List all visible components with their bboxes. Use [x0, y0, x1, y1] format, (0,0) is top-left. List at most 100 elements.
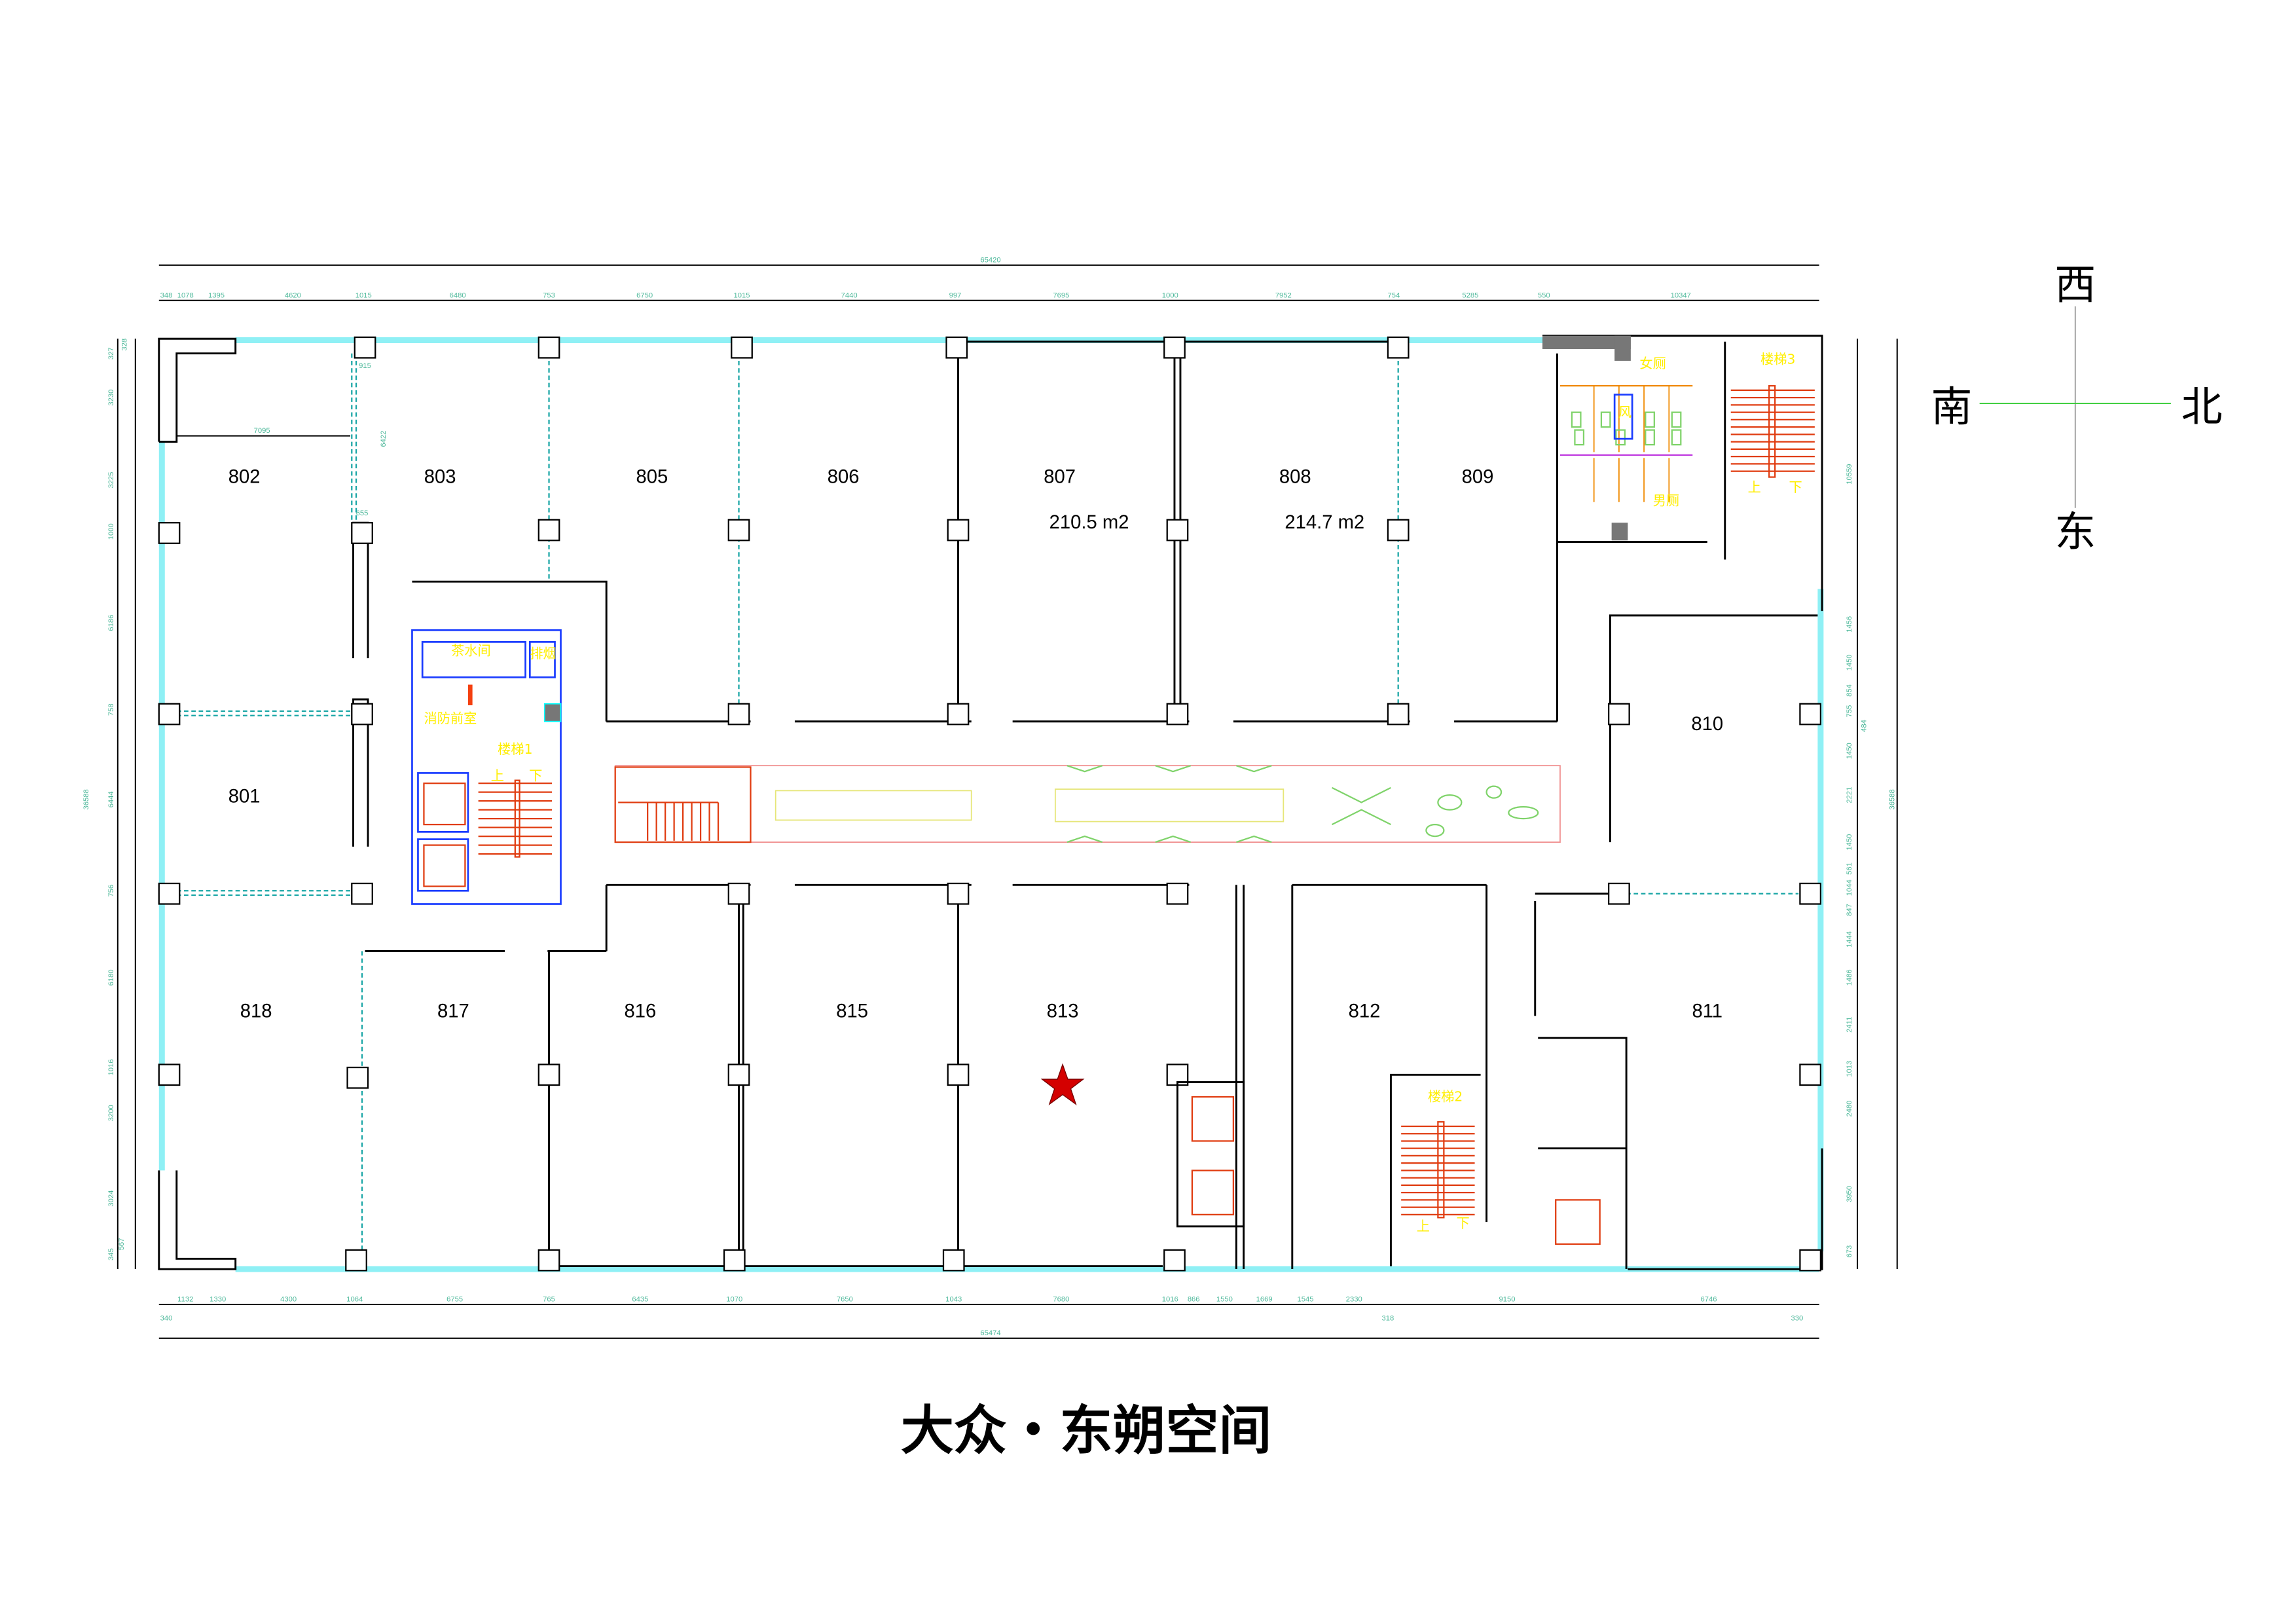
- column: [346, 1066, 369, 1089]
- stair-3-down-label: 下: [1789, 479, 1802, 495]
- column: [942, 1249, 965, 1272]
- stair-1-up-label: 上: [491, 768, 504, 784]
- corridor: [614, 765, 1561, 843]
- dim-bottom: 6435: [632, 1295, 648, 1303]
- dim-interior: 7095: [254, 427, 270, 435]
- dim-bottom: 1545: [1298, 1295, 1314, 1303]
- dim-right: 1013: [1846, 1061, 1853, 1077]
- dim-right: 1450: [1846, 654, 1853, 671]
- dim-bottom: 1016: [1162, 1295, 1178, 1303]
- column: [345, 1249, 367, 1272]
- structural-columns: [158, 336, 1821, 1272]
- stair-1-down-label: 下: [529, 768, 542, 784]
- stair-2-label: 楼梯2: [1428, 1089, 1463, 1105]
- dim-right: 10559: [1846, 464, 1853, 484]
- column: [1608, 703, 1630, 726]
- stair-1-label: 楼梯1: [498, 741, 532, 757]
- room-label-815: 815: [836, 1001, 868, 1022]
- dim-top: 6750: [636, 291, 653, 299]
- dim-right: 755: [1846, 705, 1853, 718]
- dim-bottom: 765: [543, 1295, 555, 1303]
- dim-bottom: 1070: [726, 1295, 742, 1303]
- dim-bottom-secondary: 330: [1791, 1315, 1804, 1323]
- room-label-817: 817: [437, 1001, 469, 1022]
- column: [351, 703, 373, 726]
- room-label-803: 803: [424, 467, 456, 488]
- column: [723, 1249, 746, 1272]
- column: [727, 703, 750, 726]
- dim-top: 1078: [177, 291, 194, 299]
- smoke-exhaust-label: 排烟: [530, 646, 556, 661]
- dim-top: 6480: [450, 291, 466, 299]
- interior-walls: [176, 341, 1818, 1270]
- column: [538, 519, 560, 542]
- dim-bottom-secondary: 318: [1382, 1315, 1394, 1323]
- location-star-icon: [1040, 1063, 1085, 1106]
- column: [727, 519, 750, 542]
- stair-3-up-label: 上: [1748, 479, 1761, 495]
- dim-left: 3024: [107, 1190, 115, 1207]
- dim-right-total: 36588: [1888, 789, 1896, 809]
- column: [1387, 703, 1410, 726]
- column: [538, 1249, 560, 1272]
- column: [947, 519, 970, 542]
- dim-top: 1000: [1162, 291, 1178, 299]
- tea-room-label: 茶水间: [451, 643, 491, 659]
- dim-right: 561: [1846, 862, 1853, 875]
- compass: 西 南 北 东: [1931, 261, 2222, 557]
- column: [947, 703, 970, 726]
- stair-2-up-label: 上: [1417, 1219, 1430, 1234]
- dim-bottom-secondary: 340: [160, 1315, 173, 1323]
- column: [1163, 1249, 1186, 1272]
- dim-top: 4620: [285, 291, 301, 299]
- dim-right: 484: [1861, 720, 1868, 732]
- column: [158, 703, 181, 726]
- column: [731, 336, 753, 359]
- dim-top: 754: [1388, 291, 1400, 299]
- room-label-811: 811: [1692, 1001, 1722, 1022]
- dim-bottom: 2330: [1346, 1295, 1362, 1303]
- dim-left: 6186: [107, 615, 115, 631]
- dim-right: 2411: [1846, 1017, 1853, 1033]
- room-label-818: 818: [240, 1001, 272, 1022]
- column: [947, 882, 970, 905]
- dim-interior: 6422: [380, 431, 388, 447]
- dim-top: 1015: [355, 291, 372, 299]
- compass-west: 西: [2054, 261, 2096, 309]
- column: [1799, 703, 1821, 726]
- dim-right: 1444: [1846, 931, 1853, 948]
- dim-top: 753: [543, 291, 555, 299]
- dim-interior: 915: [359, 362, 371, 370]
- dim-left: 6444: [107, 791, 115, 807]
- restrooms: 女厕 风 男厕 楼梯3 上 下: [1559, 351, 1815, 541]
- column: [945, 336, 968, 359]
- dim-left: 3225: [107, 472, 115, 489]
- dim-bottom-total: 65474: [980, 1329, 1000, 1337]
- room-label-805: 805: [636, 467, 668, 488]
- dim-bottom: 1132: [177, 1295, 193, 1303]
- dim-left: 6180: [107, 969, 115, 986]
- compass-east: 东: [2054, 508, 2096, 556]
- column: [538, 1063, 560, 1086]
- dim-top: 1395: [208, 291, 225, 299]
- dim-bottom: 1669: [1256, 1295, 1273, 1303]
- room-label-816: 816: [625, 1001, 657, 1022]
- room-label-810: 810: [1691, 714, 1723, 735]
- dim-bottom: 6746: [1701, 1295, 1717, 1303]
- fire-lobby-label: 消防前室: [424, 710, 477, 726]
- dim-left: 1000: [107, 523, 115, 540]
- dim-top: 997: [949, 291, 962, 299]
- column: [1166, 882, 1189, 905]
- dim-top: 7440: [841, 291, 858, 299]
- womens-wc-label: 女厕: [1639, 356, 1666, 371]
- column: [1608, 882, 1630, 905]
- column: [538, 336, 560, 359]
- dim-top: 7695: [1053, 291, 1069, 299]
- dim-right: 1450: [1846, 834, 1853, 851]
- column: [354, 336, 376, 359]
- dim-top: 550: [1538, 291, 1550, 299]
- column: [727, 882, 750, 905]
- dim-left: 328: [120, 339, 128, 351]
